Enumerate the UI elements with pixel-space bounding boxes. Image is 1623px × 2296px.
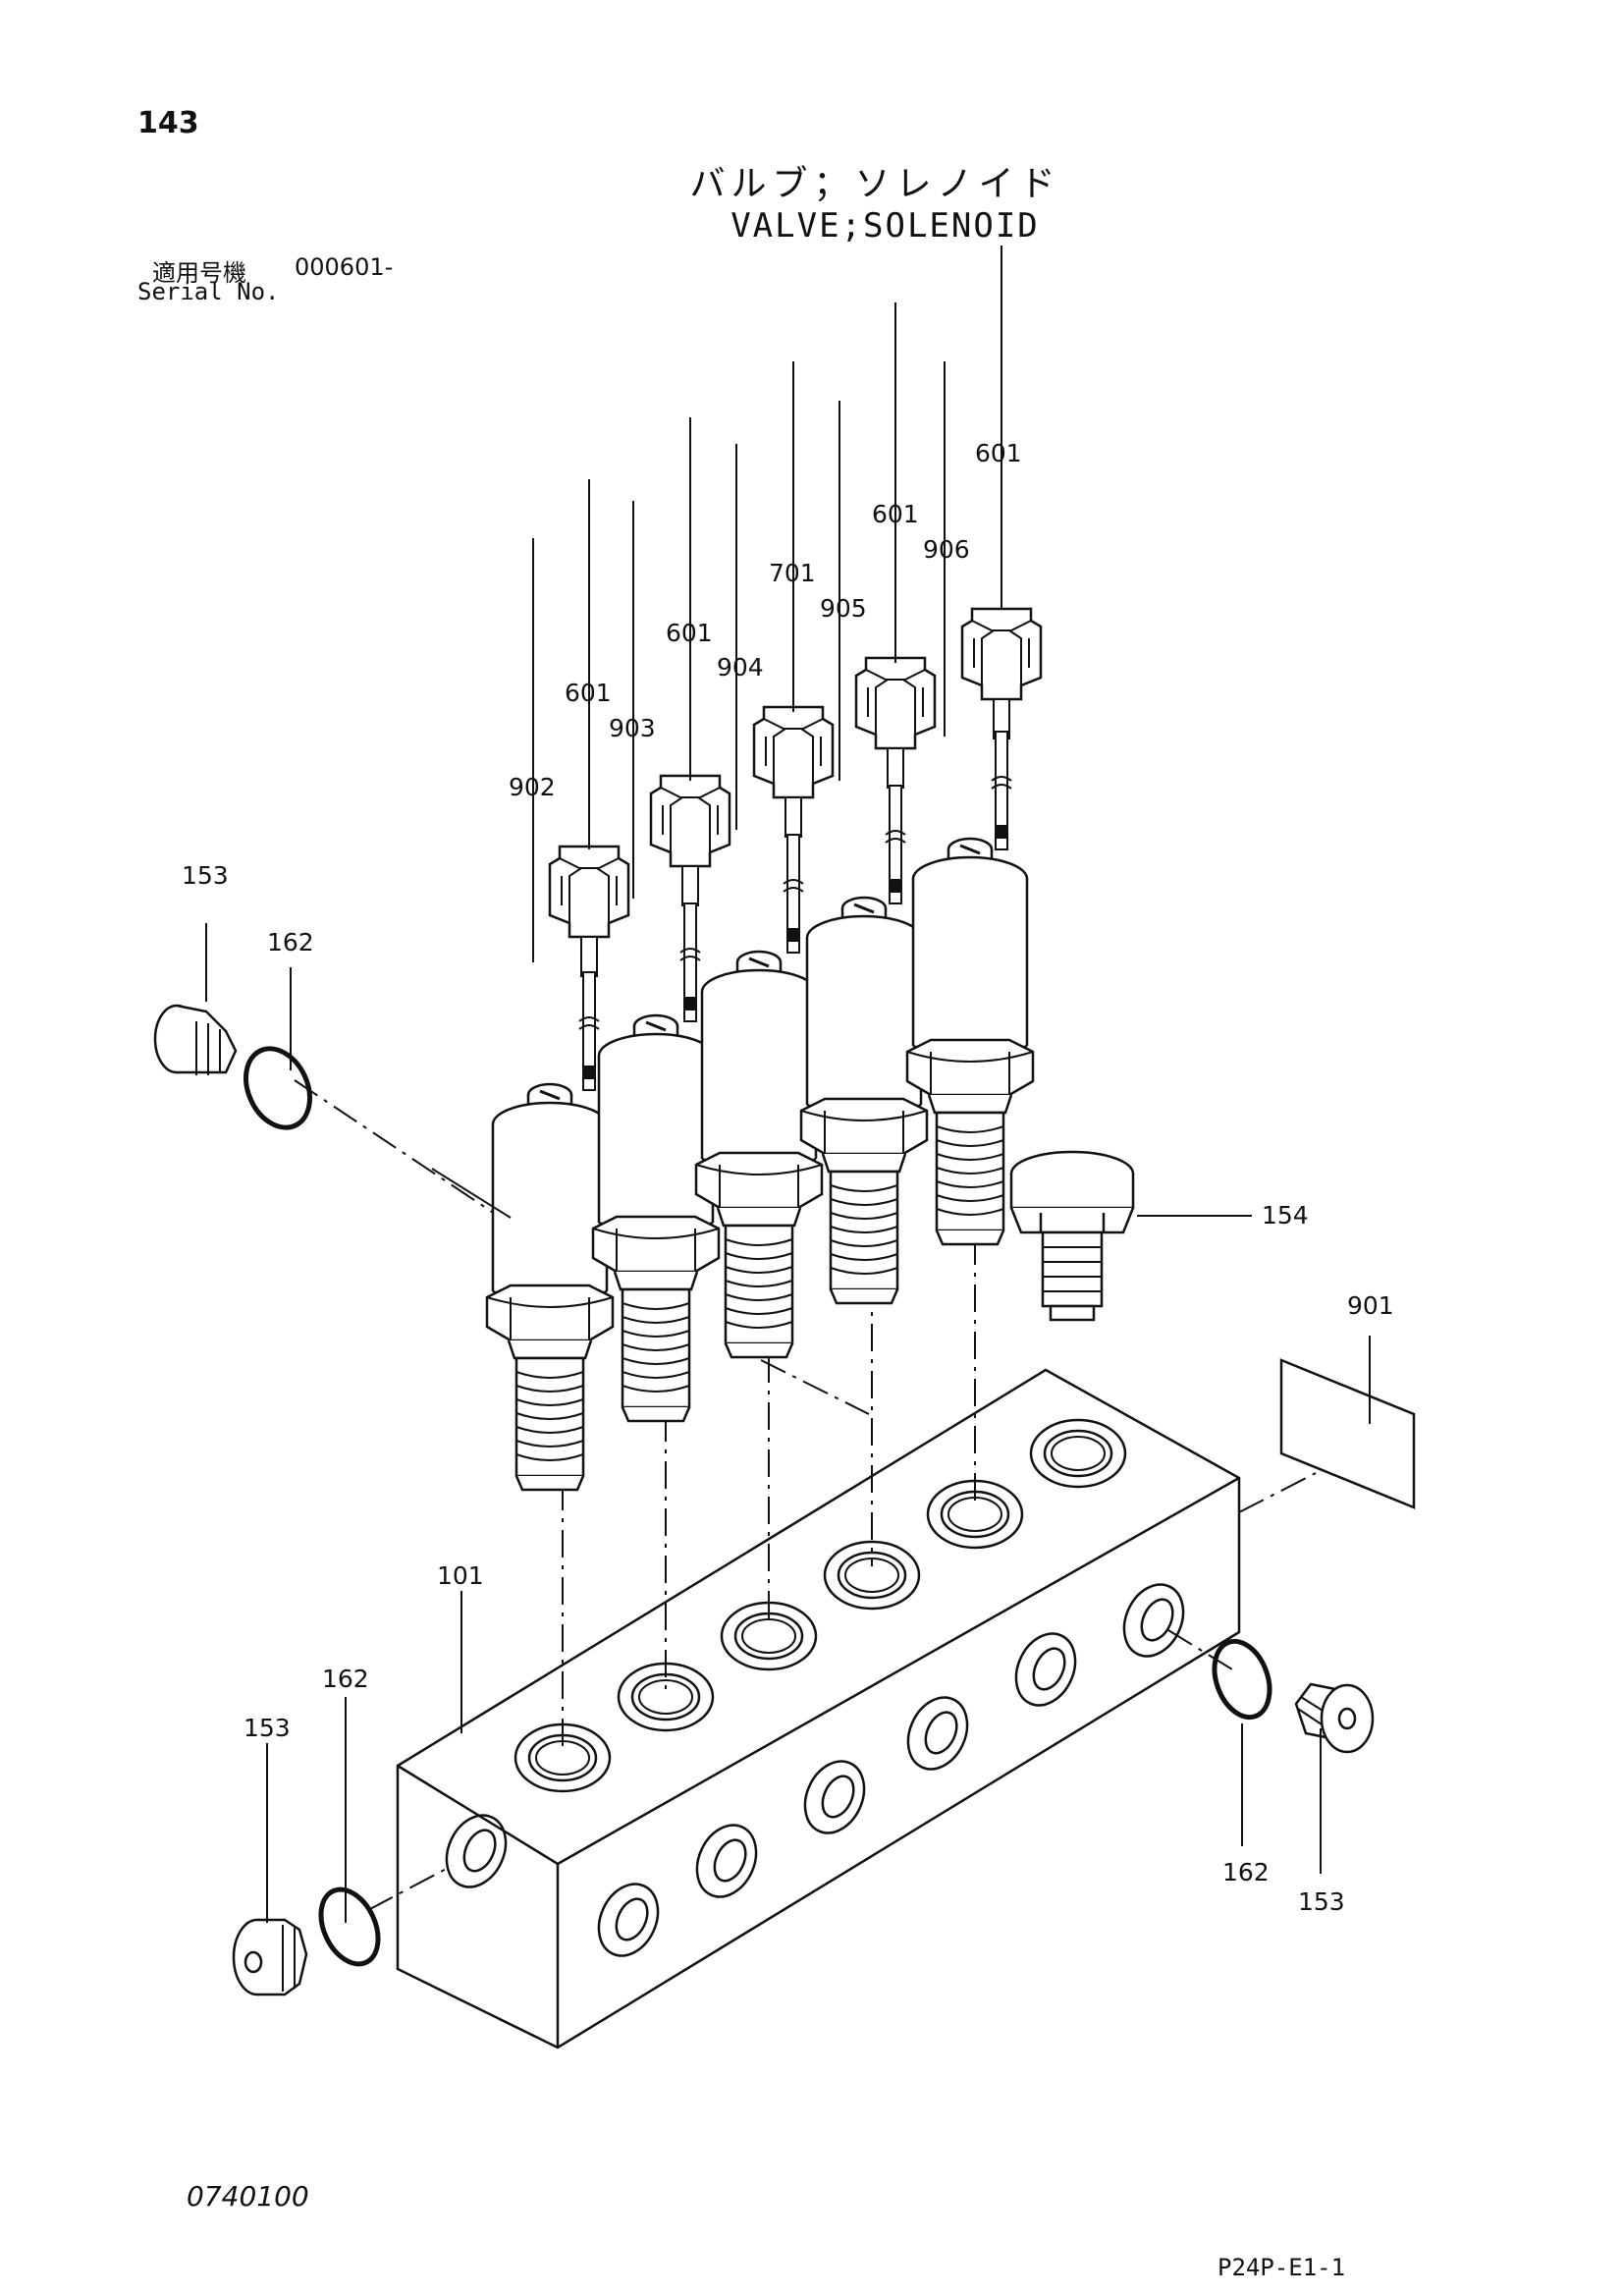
label-903: 903 xyxy=(609,714,656,742)
document-code: 0740100 xyxy=(187,2180,309,2213)
serial-label-english: Serial No. xyxy=(137,278,280,305)
label-154: 154 xyxy=(1262,1201,1309,1230)
serial-number-value: 000601- xyxy=(295,253,394,281)
label-153-top-left: 153 xyxy=(182,861,229,890)
part-labels: 601 601 701 601 601 902 903 904 905 906 … xyxy=(182,439,1394,1916)
label-601-2: 601 xyxy=(666,619,713,647)
nameplate-901 xyxy=(1279,1358,1416,1509)
label-701: 701 xyxy=(769,559,816,587)
manifold-block xyxy=(396,1368,1241,2050)
leader-lines xyxy=(205,246,1371,1923)
label-601-3: 601 xyxy=(872,500,919,528)
label-153-bottom-left: 153 xyxy=(243,1714,291,1742)
label-601-4: 601 xyxy=(975,439,1022,467)
o-ring-162-left-bottom xyxy=(318,1886,381,1967)
label-906: 906 xyxy=(923,535,970,564)
page-reference: P24P-E1-1 xyxy=(1217,2254,1346,2281)
plug-154 xyxy=(1009,1150,1135,1322)
label-901: 901 xyxy=(1347,1291,1394,1320)
title-english: VALVE;SOLENOID xyxy=(730,206,1040,246)
label-904: 904 xyxy=(717,653,764,682)
plug-153-right xyxy=(1294,1682,1375,1754)
o-ring-162-left-top xyxy=(243,1046,312,1130)
title-japanese: バルブ；ソレノイド xyxy=(689,164,1061,204)
label-162-right: 162 xyxy=(1222,1858,1270,1886)
label-162-bottom-left: 162 xyxy=(322,1665,369,1693)
label-162-top-left: 162 xyxy=(267,928,314,957)
o-ring-162-right xyxy=(1212,1638,1272,1721)
assembly-center-lines xyxy=(294,1079,1317,1911)
page-number: 143 xyxy=(137,106,199,140)
label-902: 902 xyxy=(509,773,556,801)
plug-153-left-bottom xyxy=(232,1918,308,1996)
label-153-right: 153 xyxy=(1298,1887,1345,1916)
serial-label-japanese: 適用号機 xyxy=(152,259,246,287)
plug-153-left-top xyxy=(153,1004,238,1075)
label-905: 905 xyxy=(820,594,867,623)
label-101: 101 xyxy=(437,1561,484,1590)
label-601-1: 601 xyxy=(565,679,612,707)
